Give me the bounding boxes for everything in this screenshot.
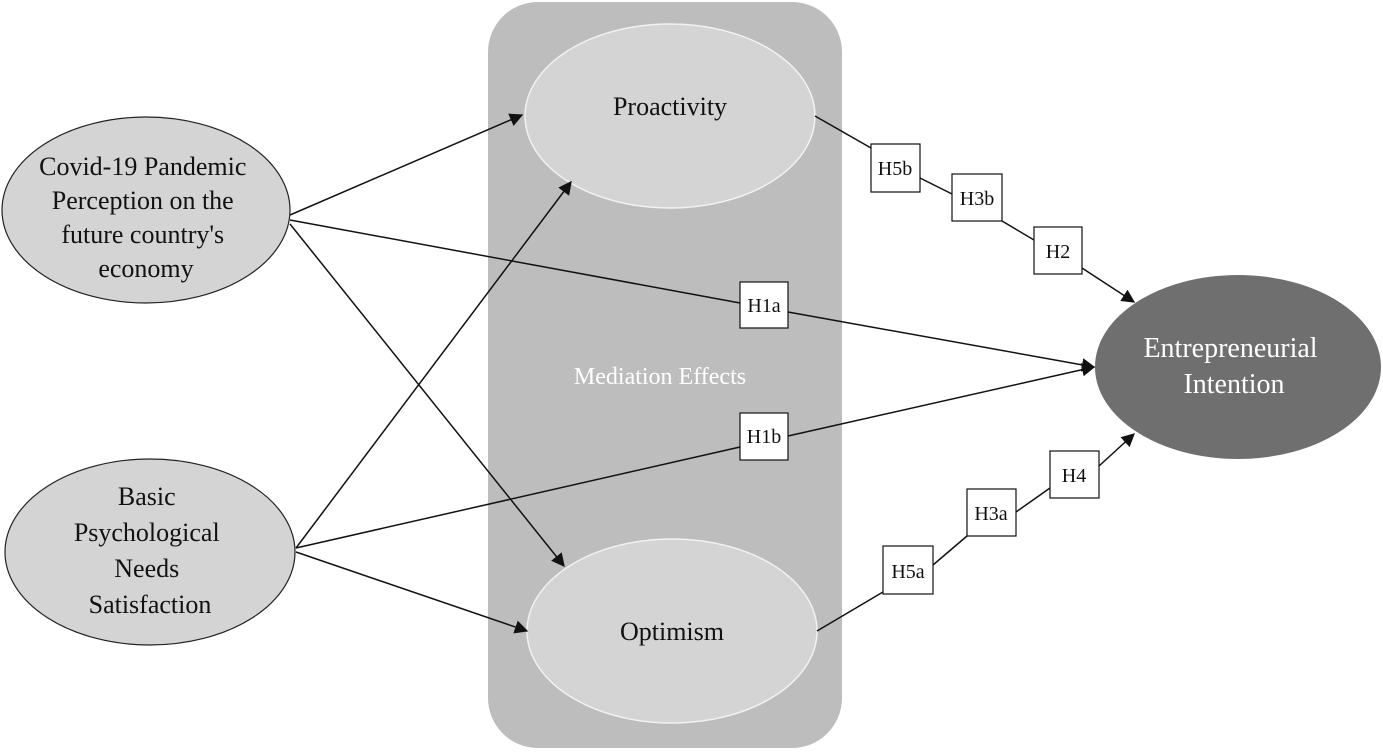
arrow-bpns-to-optimism xyxy=(295,551,529,634)
svg-text:H1b: H1b xyxy=(747,426,781,448)
svg-text:H4: H4 xyxy=(1062,465,1086,487)
arrow-covid-to-optimism xyxy=(289,223,565,568)
chain-h5b-h3b xyxy=(919,177,953,195)
arrow-covid-to-intention-a xyxy=(289,219,741,304)
optimism-label: Optimism xyxy=(620,617,724,646)
arrow-bpns-to-proactivity xyxy=(295,180,572,549)
chain-h3b-h2 xyxy=(1001,220,1035,241)
bpns-label: Basic Psychological Needs Satisfaction xyxy=(74,482,226,619)
bpns-node xyxy=(4,458,296,646)
covid-node xyxy=(1,116,291,304)
chain-h3a-h4 xyxy=(1015,487,1051,513)
arrow-bpns-to-intention-a xyxy=(295,446,741,549)
arrow-covid-to-intention-b xyxy=(787,311,1096,372)
hypothesis-h4: H4 xyxy=(1049,450,1100,499)
svg-text:H2: H2 xyxy=(1046,241,1070,263)
chain-h5a-h3a xyxy=(932,535,968,566)
proactivity-label: Proactivity xyxy=(613,92,727,121)
svg-text:H3b: H3b xyxy=(960,188,994,210)
hypothesis-h2: H2 xyxy=(1033,226,1083,275)
svg-text:H5b: H5b xyxy=(878,158,912,180)
chain-h4-intention xyxy=(1098,433,1135,467)
chain-proactivity-h5b xyxy=(814,115,872,149)
mediation-label: Mediation Effects xyxy=(574,364,746,390)
intention-node xyxy=(1095,275,1381,459)
chain-optimism-h5a xyxy=(816,591,884,632)
svg-text:H5a: H5a xyxy=(891,561,924,583)
hypothesis-h1a: H1a xyxy=(739,281,789,329)
hypothesis-h1b: H1b xyxy=(739,412,789,461)
arrow-bpns-to-intention-b xyxy=(787,363,1096,437)
hypothesis-h5b: H5b xyxy=(870,143,921,193)
chain-h2-intention xyxy=(1081,267,1136,303)
covid-label: Covid-19 Pandemic Perception on the futu… xyxy=(39,152,253,283)
hypothesis-h5a: H5a xyxy=(882,545,934,595)
hypothesis-h3b: H3b xyxy=(951,173,1003,222)
intention-label: Entrepreneurial Intention xyxy=(1143,333,1324,400)
arrow-covid-to-proactivity xyxy=(289,113,524,216)
svg-text:H1a: H1a xyxy=(747,295,780,317)
hypothesis-h3a: H3a xyxy=(966,488,1017,537)
svg-text:H3a: H3a xyxy=(974,503,1007,525)
